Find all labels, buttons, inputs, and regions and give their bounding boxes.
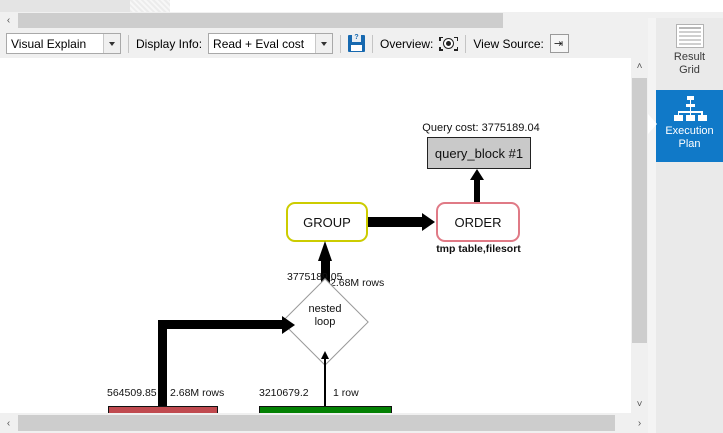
- toolbar-divider: [465, 34, 467, 53]
- query-cost-label: Query cost: 3775189.04: [422, 122, 540, 134]
- save-icon[interactable]: ?: [348, 34, 366, 52]
- node-order-sublabel: tmp table,filesort: [436, 243, 521, 255]
- overview-eye-icon[interactable]: [439, 36, 459, 52]
- node-order[interactable]: ORDER: [436, 202, 520, 242]
- edge-nested-loop-to-group: [321, 261, 330, 293]
- sidebar-item-execution-plan-label-line2: Plan: [678, 138, 701, 150]
- sidebar-item-execution-plan-label-line1: Execution: [665, 125, 714, 137]
- display-info-select[interactable]: Read + Eval cost: [208, 33, 334, 54]
- view-mode-select[interactable]: Visual Explain: [6, 33, 121, 54]
- view-source-icon[interactable]: ⇥: [549, 34, 569, 53]
- result-grid-icon: [675, 24, 704, 48]
- edge-full-index-scan-arrowhead: [282, 316, 295, 334]
- edge-rows-full-index-scan: 2.68M rows: [170, 387, 225, 399]
- scrollbar-thumb[interactable]: [632, 78, 647, 343]
- node-query-block-label: query_block #1: [434, 145, 524, 161]
- edge-nested-loop-to-group-arrowhead: [318, 241, 332, 261]
- sidebar-item-result-grid-label-line1: Result: [673, 51, 706, 63]
- node-nested-loop-label-line2: loop: [314, 316, 336, 328]
- edge-cost-full-index-scan: 564509.85: [107, 387, 157, 399]
- sidebar-item-execution-plan[interactable]: Execution Plan: [648, 90, 723, 162]
- tab-strip-ghost-a: [0, 0, 130, 12]
- sidebar-item-result-grid[interactable]: Result Grid: [656, 18, 723, 90]
- edge-group-to-order-arrowhead: [422, 213, 435, 231]
- node-order-label: ORDER: [454, 214, 502, 230]
- edge-order-to-query-block-arrowhead: [470, 169, 484, 180]
- chevron-down-icon[interactable]: [315, 34, 333, 53]
- scrollbar-thumb[interactable]: [18, 13, 503, 28]
- node-unique-key-lookup[interactable]: Unique Key Lookup: [259, 406, 392, 413]
- explain-diagram-canvas[interactable]: Query cost: 3775189.04 query_block #1 GR…: [0, 58, 631, 413]
- node-nested-loop-label-line1: nested: [308, 303, 342, 315]
- node-group[interactable]: GROUP: [286, 202, 368, 242]
- scroll-up-icon[interactable]: ˄: [636, 61, 643, 72]
- scroll-down-icon[interactable]: ˅: [636, 399, 643, 410]
- edge-cost-nested-loop: 3775189.05: [287, 271, 343, 283]
- active-tab-pointer-icon: [648, 114, 657, 134]
- edge-rows-nested-loop: 2.68M rows: [330, 277, 385, 289]
- edge-unique-key-lookup-line: [324, 358, 326, 406]
- side-panel-gutter: [648, 18, 656, 433]
- toolbar-divider: [340, 34, 342, 53]
- overview-label: Overview:: [380, 36, 434, 51]
- edge-full-index-scan-horizontal: [158, 320, 287, 329]
- right-side-panel: Result Grid Execution Plan: [648, 18, 723, 433]
- canvas-horizontal-scrollbar[interactable]: ‹ ›: [0, 413, 648, 433]
- tab-strip-ghost-b: [130, 0, 170, 12]
- explain-toolbar: Visual Explain Display Info: Read + Eval…: [0, 29, 723, 58]
- display-info-value: Read + Eval cost: [213, 36, 305, 51]
- view-source-label: View Source:: [473, 36, 544, 51]
- edge-cost-unique-key-lookup: 3210679.2: [259, 387, 309, 399]
- node-nested-loop-label: nested loop: [294, 303, 356, 329]
- scroll-left-icon[interactable]: ‹: [6, 15, 11, 26]
- edge-order-to-query-block: [474, 177, 480, 204]
- top-horizontal-scrollbar[interactable]: ‹ ›: [0, 12, 723, 29]
- edge-full-index-scan-vertical: [158, 320, 167, 406]
- node-group-label: GROUP: [303, 214, 351, 230]
- display-info-label: Display Info:: [136, 36, 203, 51]
- edge-rows-unique-key-lookup: 1 row: [333, 387, 359, 399]
- toolbar-divider: [128, 34, 129, 53]
- node-full-index-scan[interactable]: Full Index Scan: [108, 406, 218, 413]
- execution-plan-icon: [673, 96, 707, 122]
- node-query-block[interactable]: query_block #1: [427, 137, 531, 169]
- toolbar-divider: [372, 34, 374, 53]
- canvas-vertical-scrollbar[interactable]: ˄ ˅: [631, 58, 648, 413]
- edge-unique-key-lookup-arrowhead: [321, 351, 329, 359]
- chevron-down-icon[interactable]: [103, 34, 120, 53]
- scrollbar-thumb[interactable]: [18, 415, 615, 431]
- scroll-left-icon[interactable]: ‹: [6, 417, 11, 429]
- view-mode-value: Visual Explain: [11, 36, 87, 51]
- scroll-right-icon[interactable]: ›: [637, 417, 642, 429]
- sidebar-item-result-grid-label-line2: Grid: [679, 64, 700, 76]
- edge-group-to-order: [368, 217, 424, 227]
